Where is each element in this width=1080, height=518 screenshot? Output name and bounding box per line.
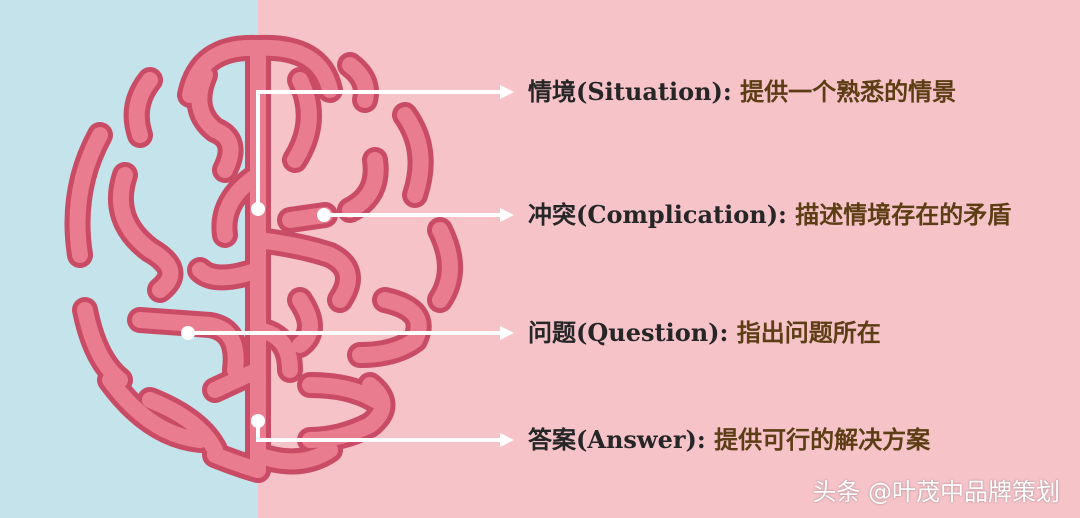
term-complication: 冲突(Complication): — [528, 200, 787, 229]
brain-icon — [64, 34, 463, 483]
label-situation: 情境(Situation): 提供一个熟悉的情景 — [528, 77, 956, 107]
desc-situation: 提供一个熟悉的情景 — [740, 77, 957, 106]
desc-question: 指出问题所在 — [736, 318, 881, 347]
arrowhead-answer — [500, 433, 514, 447]
term-question: 问题(Question): — [528, 318, 729, 347]
connector-dot-situation — [251, 202, 265, 216]
term-situation: 情境(Situation): — [528, 77, 732, 106]
arrowhead-situation — [500, 85, 514, 99]
label-question: 问题(Question): 指出问题所在 — [528, 318, 881, 348]
watermark: 头条 @叶茂中品牌策划 — [812, 478, 1060, 506]
connector-dot-answer — [251, 414, 265, 428]
desc-answer: 提供可行的解决方案 — [714, 425, 931, 454]
right-background-panel — [258, 0, 1080, 518]
term-answer: 答案(Answer): — [528, 425, 706, 454]
connector-situation — [256, 90, 508, 208]
connector-dot-complication — [317, 208, 331, 222]
desc-complication: 描述情境存在的矛盾 — [795, 200, 1012, 229]
connector-dot-question — [181, 326, 195, 340]
label-answer: 答案(Answer): 提供可行的解决方案 — [528, 425, 930, 455]
arrowhead-complication — [500, 208, 514, 222]
label-complication: 冲突(Complication): 描述情境存在的矛盾 — [528, 200, 1011, 230]
arrowhead-question — [500, 326, 514, 340]
